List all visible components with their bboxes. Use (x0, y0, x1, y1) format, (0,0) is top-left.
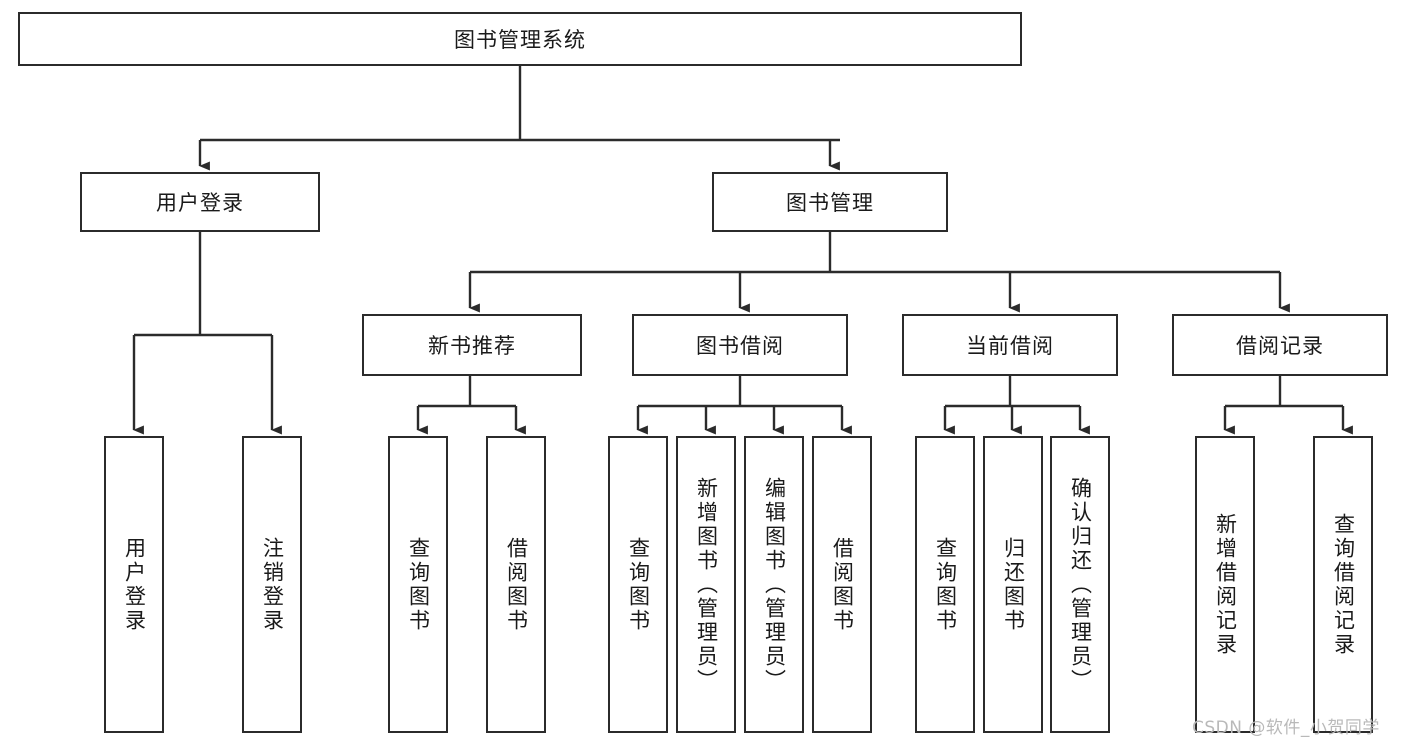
node-book-borrow[interactable]: 图书借阅 (632, 314, 848, 376)
node-leaf-query-book-2-label: 查询图书 (626, 536, 651, 633)
node-leaf-user-login[interactable]: 用户登录 (104, 436, 164, 733)
node-root-label: 图书管理系统 (454, 28, 586, 52)
node-leaf-logout-login-label: 注销登录 (260, 536, 285, 633)
node-leaf-query-book-1[interactable]: 查询图书 (388, 436, 448, 733)
node-leaf-logout-login[interactable]: 注销登录 (242, 436, 302, 733)
node-leaf-borrow-book-2[interactable]: 借阅图书 (812, 436, 872, 733)
node-current-borrow-label: 当前借阅 (966, 334, 1054, 358)
node-book-manage[interactable]: 图书管理 (712, 172, 948, 232)
node-leaf-return-book-label: 归还图书 (1001, 536, 1026, 633)
csdn-watermark: CSDN @软件_小贺同学 (1192, 718, 1380, 738)
node-book-borrow-label: 图书借阅 (696, 334, 784, 358)
node-user-login[interactable]: 用户登录 (80, 172, 320, 232)
node-new-book-recommend[interactable]: 新书推荐 (362, 314, 582, 376)
node-book-manage-label: 图书管理 (786, 191, 874, 215)
node-leaf-add-record[interactable]: 新增借阅记录 (1195, 436, 1255, 733)
node-leaf-query-book-3[interactable]: 查询图书 (915, 436, 975, 733)
node-leaf-return-book[interactable]: 归还图书 (983, 436, 1043, 733)
node-leaf-borrow-book-2-label: 借阅图书 (830, 536, 855, 633)
node-leaf-add-book-label: 新增图书（管理员） (694, 476, 719, 693)
node-borrow-record[interactable]: 借阅记录 (1172, 314, 1388, 376)
node-leaf-query-record-label: 查询借阅记录 (1331, 512, 1356, 657)
node-leaf-add-book[interactable]: 新增图书（管理员） (676, 436, 736, 733)
node-leaf-borrow-book-1-label: 借阅图书 (504, 536, 529, 633)
node-leaf-query-book-1-label: 查询图书 (406, 536, 431, 633)
node-borrow-record-label: 借阅记录 (1236, 334, 1324, 358)
node-leaf-confirm-return[interactable]: 确认归还（管理员） (1050, 436, 1110, 733)
node-root[interactable]: 图书管理系统 (18, 12, 1022, 66)
node-leaf-add-record-label: 新增借阅记录 (1213, 512, 1238, 657)
node-current-borrow[interactable]: 当前借阅 (902, 314, 1118, 376)
node-leaf-edit-book-label: 编辑图书（管理员） (762, 476, 787, 693)
node-leaf-query-book-3-label: 查询图书 (933, 536, 958, 633)
node-leaf-borrow-book-1[interactable]: 借阅图书 (486, 436, 546, 733)
node-user-login-label: 用户登录 (156, 191, 244, 215)
node-leaf-edit-book[interactable]: 编辑图书（管理员） (744, 436, 804, 733)
node-new-book-recommend-label: 新书推荐 (428, 334, 516, 358)
node-leaf-confirm-return-label: 确认归还（管理员） (1068, 476, 1093, 693)
node-leaf-query-book-2[interactable]: 查询图书 (608, 436, 668, 733)
node-leaf-user-login-label: 用户登录 (122, 536, 147, 633)
node-leaf-query-record[interactable]: 查询借阅记录 (1313, 436, 1373, 733)
